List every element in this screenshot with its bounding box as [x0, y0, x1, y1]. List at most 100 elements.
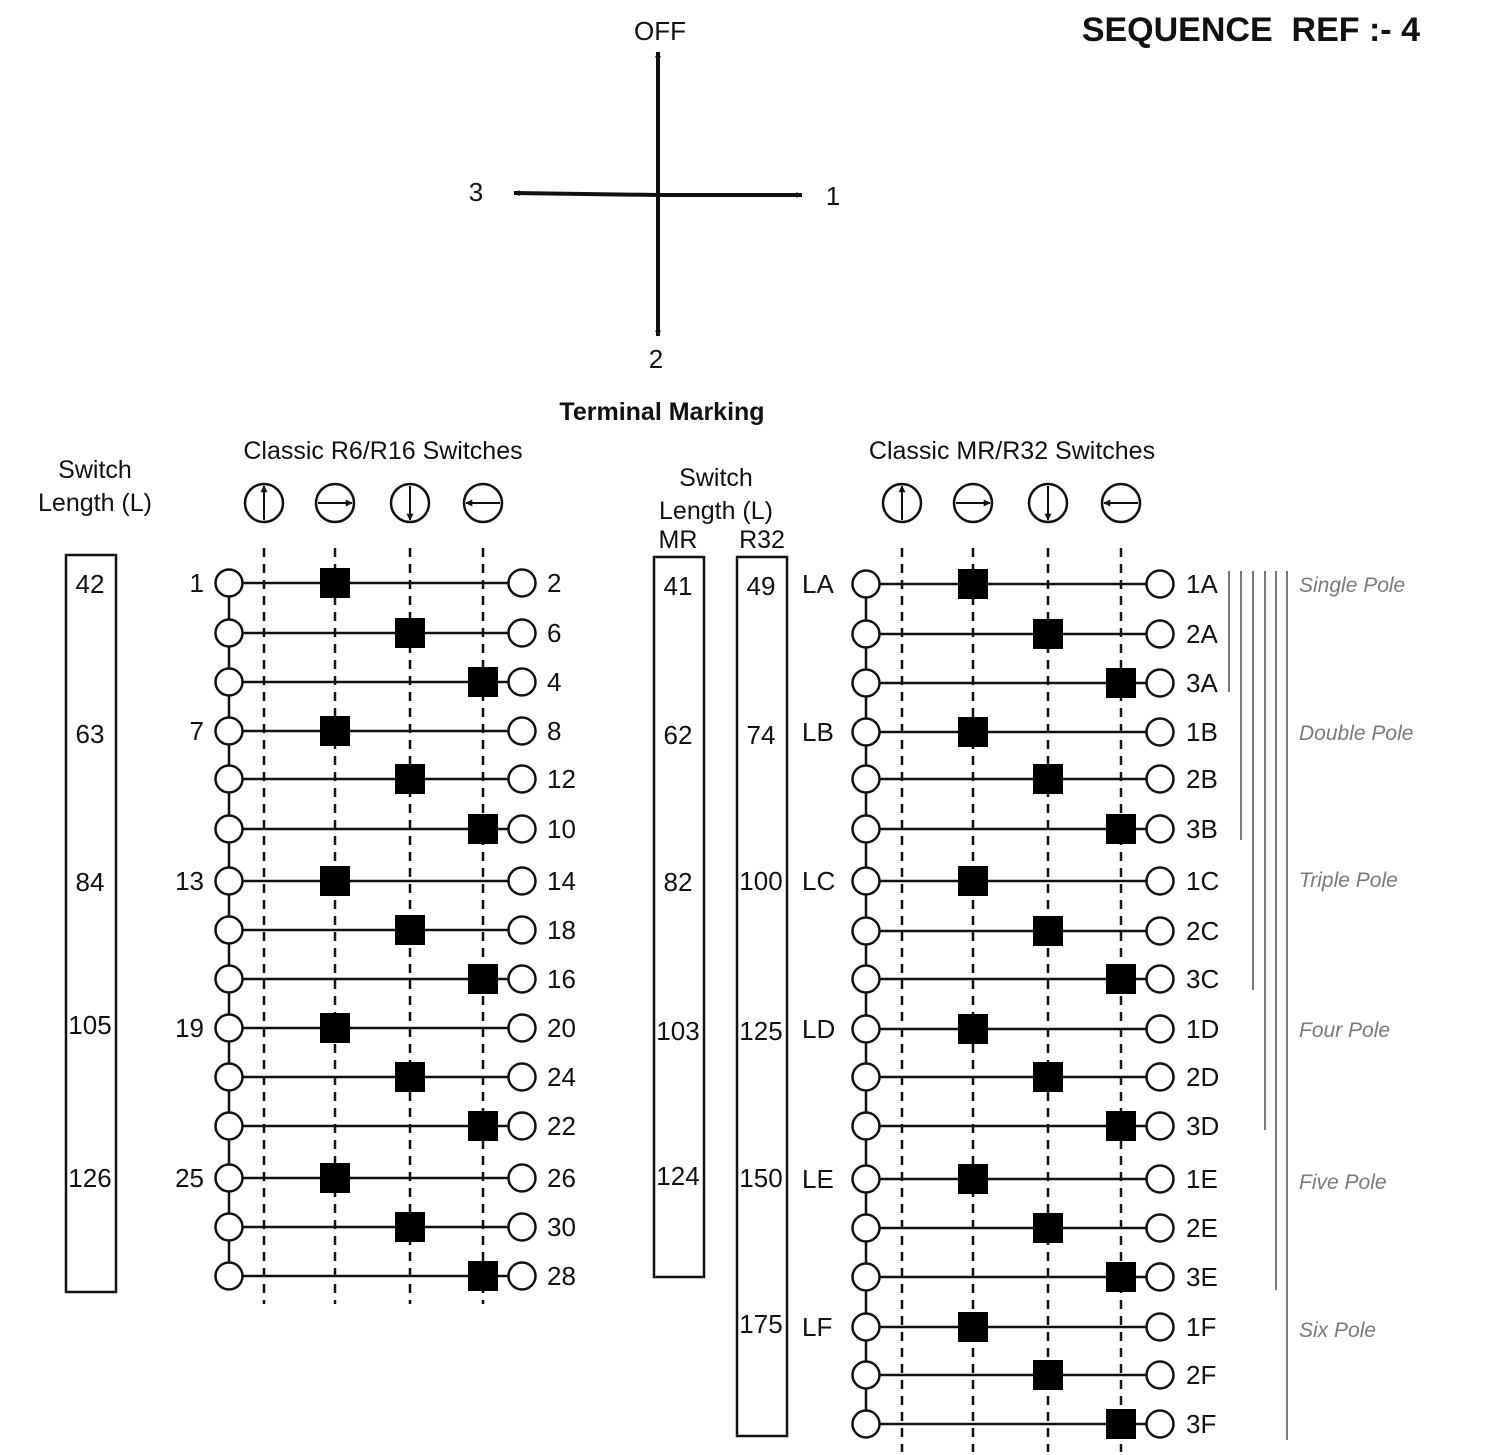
right-group-label: LB [802, 717, 834, 747]
terminal-label: 2B [1186, 764, 1218, 794]
terminal-label: 1A [1186, 569, 1218, 599]
right-contact-row: 1B [851, 717, 1218, 747]
r32-length-value: 150 [739, 1163, 782, 1193]
mr-column-label: MR [659, 526, 698, 554]
left-contact-row: 14 [214, 866, 576, 896]
pole-label: Double Pole [1299, 722, 1413, 745]
left-contact-row: 4 [214, 667, 561, 697]
right-arrow-up-icon [881, 482, 923, 524]
left-position-icons [243, 482, 504, 524]
terminal-right [1145, 1164, 1175, 1194]
contact-closed-marker [958, 866, 988, 896]
left-contact-row: 10 [214, 814, 576, 844]
terminal-right [507, 866, 537, 896]
terminal-left [214, 866, 244, 896]
terminal-right [507, 618, 537, 648]
right-contact-row: 2B [851, 764, 1218, 794]
contact-closed-marker [395, 915, 425, 945]
right-group-label: LD [802, 1014, 835, 1044]
left-group-label: 7 [190, 716, 204, 746]
right-length-header-line1: Switch [679, 464, 753, 492]
terminal-label: 1E [1186, 1164, 1218, 1194]
right-contact-row: 1D [851, 1014, 1219, 1044]
terminal-left [851, 814, 881, 844]
right-contact-row: 3C [851, 964, 1219, 994]
terminal-label: 2E [1186, 1213, 1218, 1243]
terminal-left [214, 716, 244, 746]
r32-column-label: R32 [739, 526, 785, 554]
pole-label: Four Pole [1299, 1019, 1390, 1042]
terminal-right [507, 1212, 537, 1242]
left-length-box [64, 553, 118, 1294]
contact-closed-marker [395, 1062, 425, 1092]
terminal-label: 12 [547, 764, 576, 794]
left-length-header-line1: Switch [58, 456, 132, 484]
terminal-left [214, 1013, 244, 1043]
contact-closed-marker [468, 667, 498, 697]
terminal-label: 26 [547, 1163, 576, 1193]
terminal-right [1145, 764, 1175, 794]
terminal-label: 10 [547, 814, 576, 844]
terminal-left [851, 668, 881, 698]
contact-closed-marker [1033, 764, 1063, 794]
left-contact-row: 2 [214, 568, 561, 598]
terminal-label: 6 [547, 618, 561, 648]
right-group-label: LE [802, 1164, 834, 1194]
right-contact-row: 2E [851, 1213, 1218, 1243]
terminal-right [1145, 1213, 1175, 1243]
contact-closed-marker [395, 764, 425, 794]
terminal-label: 24 [547, 1062, 576, 1092]
r32-length-value: 125 [739, 1016, 782, 1046]
contact-closed-marker [320, 716, 350, 746]
terminal-left [214, 667, 244, 697]
terminal-left [214, 814, 244, 844]
left-contact-row: 6 [214, 618, 561, 648]
terminal-label: 18 [547, 915, 576, 945]
contact-closed-marker [958, 1312, 988, 1342]
right-group-label: LC [802, 866, 835, 896]
terminal-right [1145, 1111, 1175, 1141]
contact-closed-marker [1033, 916, 1063, 946]
r32-length-box [735, 555, 789, 1438]
left-length-value: 105 [68, 1010, 111, 1040]
terminal-left [851, 1111, 881, 1141]
contact-closed-marker [1033, 619, 1063, 649]
terminal-right [507, 964, 537, 994]
terminal-label: 1C [1186, 866, 1219, 896]
terminal-left [851, 1409, 881, 1439]
terminal-label: 3E [1186, 1262, 1218, 1292]
contact-closed-marker [320, 1163, 350, 1193]
compass-label-3: 3 [469, 177, 483, 207]
terminal-right [507, 915, 537, 945]
right-contact-row: 3A [851, 668, 1218, 698]
contact-closed-marker [958, 569, 988, 599]
terminal-left [214, 1212, 244, 1242]
mr-length-box [652, 555, 706, 1279]
terminal-left [851, 1164, 881, 1194]
terminal-right [1145, 814, 1175, 844]
terminal-left [214, 1163, 244, 1193]
right-contact-row: 3E [851, 1262, 1218, 1292]
contact-closed-marker [320, 1013, 350, 1043]
sequence-title: SEQUENCE REF :- 4 [1082, 11, 1420, 49]
terminal-left [851, 1014, 881, 1044]
left-length-value: 84 [76, 867, 105, 897]
mr-length-value: 82 [664, 867, 693, 897]
terminal-left [851, 916, 881, 946]
terminal-left [214, 568, 244, 598]
terminal-right [507, 568, 537, 598]
contact-closed-marker [320, 866, 350, 896]
terminal-left [851, 1062, 881, 1092]
contact-closed-marker [1106, 1409, 1136, 1439]
left-length-header-line2: Length (L) [38, 489, 152, 517]
terminal-label: 3A [1186, 668, 1218, 698]
contact-closed-marker [395, 618, 425, 648]
terminal-left [214, 964, 244, 994]
terminal-label: 2D [1186, 1062, 1219, 1092]
terminal-label: 3B [1186, 814, 1218, 844]
